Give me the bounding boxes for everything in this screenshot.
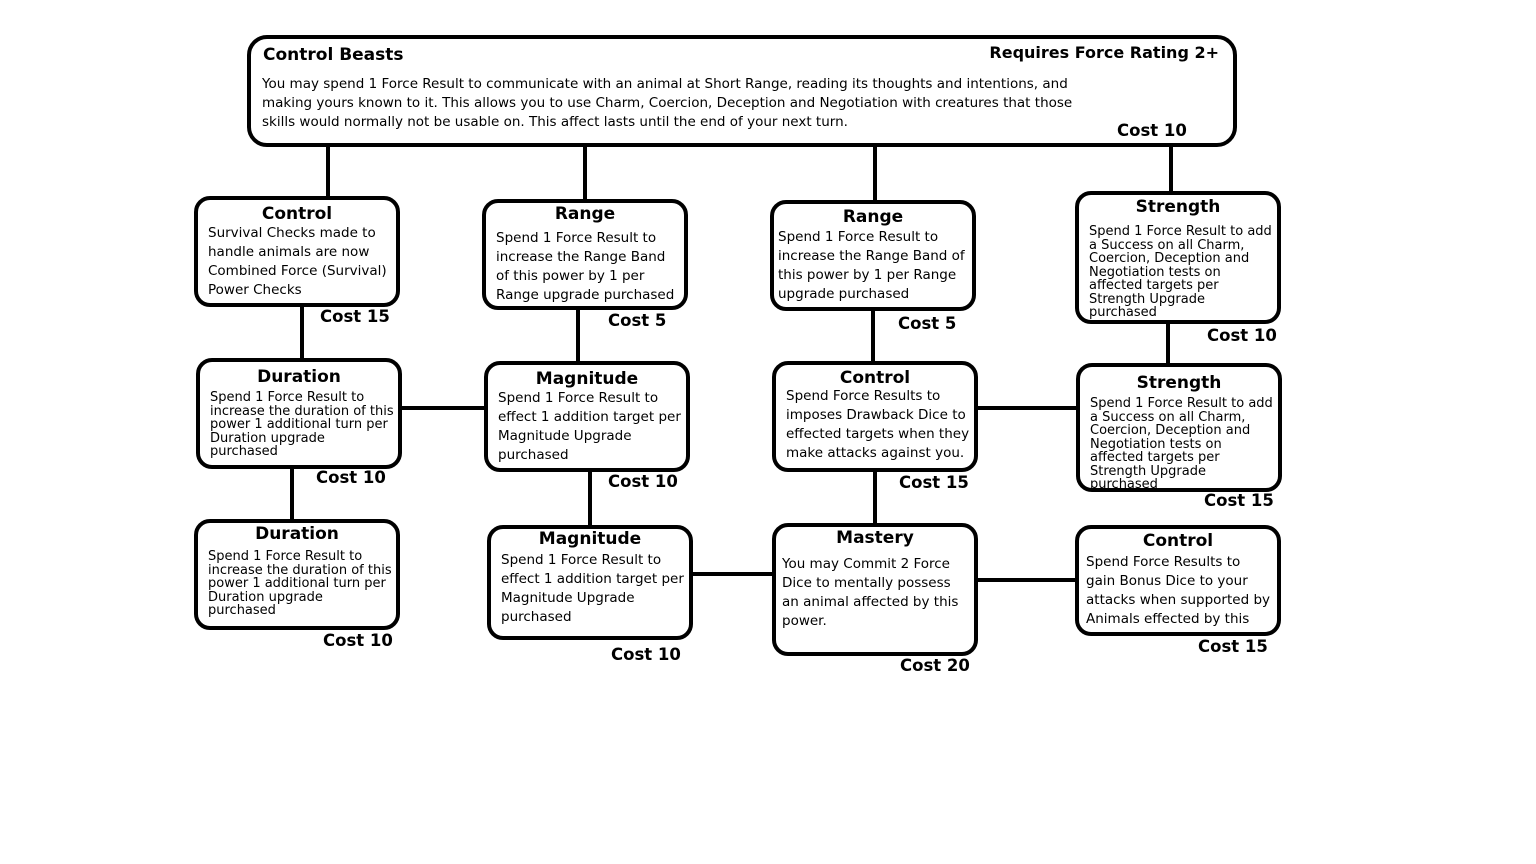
upgrade-cost: Cost 5: [898, 314, 957, 333]
upgrade-control-1: Control Survival Checks made to handle a…: [194, 196, 400, 307]
upgrade-magnitude-2: Magnitude Spend 1 Force Result to effect…: [487, 525, 693, 640]
upgrade-cost: Cost 10: [611, 645, 681, 664]
upgrade-title: Control: [261, 204, 333, 224]
upgrade-cost: Cost 15: [899, 473, 969, 492]
upgrade-control-3: Control Spend Force Results to gain Bonu…: [1075, 525, 1281, 636]
upgrade-title: Magnitude: [538, 529, 642, 549]
upgrade-strength-2: Strength Spend 1 Force Result to add a S…: [1076, 363, 1282, 492]
upgrade-cost: Cost 5: [608, 311, 667, 330]
upgrade-title: Mastery: [836, 528, 914, 548]
upgrade-text: Spend 1 Force Result to increase the dur…: [208, 549, 392, 618]
power-description: You may spend 1 Force Result to communic…: [262, 76, 1073, 130]
upgrade-cost: Cost 20: [900, 656, 970, 675]
upgrade-cost: Cost 15: [1198, 637, 1268, 656]
upgrade-duration-1: Duration Spend 1 Force Result to increas…: [196, 358, 402, 469]
root-cost: Cost 10: [1117, 121, 1187, 140]
root-power-box: Control Beasts Requires Force Rating 2+ …: [247, 35, 1237, 147]
upgrade-mastery: Mastery You may Commit 2 Force Dice to m…: [772, 523, 978, 656]
upgrade-text: Spend 1 Force Result to effect 1 additio…: [498, 390, 681, 463]
upgrade-title: Strength: [1135, 197, 1221, 217]
power-title: Control Beasts: [263, 45, 404, 65]
upgrade-title: Duration: [255, 524, 339, 544]
upgrade-text: Spend Force Results to imposes Drawback …: [786, 388, 970, 461]
upgrade-title: Strength: [1136, 373, 1222, 393]
upgrade-range-1: Range Spend 1 Force Result to increase t…: [482, 199, 688, 310]
upgrade-text: Spend 1 Force Result to increase the Ran…: [496, 230, 675, 303]
upgrade-title: Duration: [257, 367, 341, 387]
upgrade-title: Control: [1142, 531, 1214, 551]
upgrade-text: Spend 1 Force Result to effect 1 additio…: [501, 552, 684, 625]
upgrade-text: Spend 1 Force Result to add a Success on…: [1089, 224, 1272, 320]
upgrade-strength-1: Strength Spend 1 Force Result to add a S…: [1075, 191, 1281, 324]
upgrade-text: Spend 1 Force Result to increase the Ran…: [778, 229, 965, 302]
upgrade-text: Survival Checks made to handle animals a…: [208, 225, 387, 298]
upgrade-cost: Cost 10: [1207, 326, 1277, 345]
upgrade-duration-2: Duration Spend 1 Force Result to increas…: [194, 519, 400, 630]
upgrade-title: Range: [842, 207, 904, 227]
upgrade-title: Magnitude: [535, 369, 639, 389]
upgrade-cost: Cost 10: [608, 472, 678, 491]
upgrade-cost: Cost 15: [320, 307, 390, 326]
upgrade-title: Control: [839, 368, 911, 388]
upgrade-magnitude-1: Magnitude Spend 1 Force Result to effect…: [484, 361, 690, 472]
upgrade-text: You may Commit 2 Force Dice to mentally …: [782, 556, 959, 629]
upgrade-text: Spend 1 Force Result to increase the dur…: [210, 390, 394, 459]
upgrade-cost: Cost 10: [316, 468, 386, 487]
upgrade-cost: Cost 15: [1204, 491, 1274, 510]
upgrade-control-2: Control Spend Force Results to imposes D…: [772, 361, 978, 472]
upgrade-cost: Cost 10: [323, 631, 393, 650]
upgrade-title: Range: [554, 204, 616, 224]
upgrade-range-2: Range Spend 1 Force Result to increase t…: [770, 200, 976, 311]
upgrade-text: Spend 1 Force Result to add a Success on…: [1090, 396, 1273, 492]
force-rating-requirement: Requires Force Rating 2+: [989, 43, 1219, 62]
upgrade-text: Spend Force Results to gain Bonus Dice t…: [1086, 554, 1271, 632]
